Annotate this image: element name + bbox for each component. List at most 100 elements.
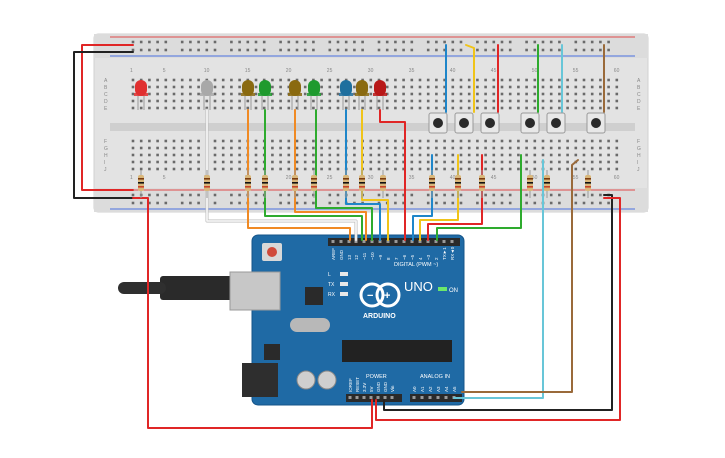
digital-pin[interactable] (362, 240, 366, 243)
arduino-uno-board: − + ARDUINO UNO ON DIGITAL (PWM ~) POWER… (118, 234, 465, 406)
jumper-wire[interactable] (375, 197, 621, 421)
led[interactable] (373, 80, 387, 110)
resistor[interactable] (359, 170, 365, 198)
digital-pin[interactable] (434, 240, 438, 243)
jumper-wire[interactable] (361, 109, 389, 241)
jumper-wire[interactable] (461, 159, 579, 393)
led[interactable] (339, 80, 353, 110)
led[interactable] (355, 80, 369, 110)
digital-pin[interactable] (394, 240, 398, 243)
resistor[interactable] (429, 170, 435, 198)
digital-pin-label: ~5 (410, 254, 415, 260)
resistor[interactable] (544, 170, 550, 198)
column-label: 35 (409, 68, 415, 74)
power-pin[interactable] (390, 396, 394, 399)
digital-pin[interactable] (339, 240, 343, 243)
digital-pin[interactable] (347, 240, 351, 243)
digital-pin[interactable] (418, 240, 422, 243)
led[interactable] (307, 80, 321, 110)
usb-cable-plug (160, 276, 246, 300)
digital-pin[interactable] (378, 240, 382, 243)
analog-pin[interactable] (428, 396, 432, 399)
jumper-wire[interactable] (264, 109, 363, 241)
jumper-wire[interactable] (379, 109, 406, 241)
push-button[interactable] (586, 112, 606, 134)
resistor[interactable] (343, 170, 349, 198)
row-label: H (637, 153, 641, 159)
resistor[interactable] (455, 170, 461, 198)
board-led-label: L (328, 272, 331, 278)
jumper-wire[interactable] (315, 109, 373, 241)
digital-pin[interactable] (370, 240, 374, 243)
analog-pin[interactable] (444, 396, 448, 399)
resistor[interactable] (138, 170, 144, 198)
resistor[interactable] (585, 170, 591, 198)
jumper-wire[interactable] (294, 109, 367, 241)
jumper-wire[interactable] (247, 109, 351, 241)
resistor[interactable] (311, 170, 317, 198)
power-pin[interactable] (369, 396, 373, 399)
column-label: 1 (130, 175, 133, 181)
reset-button[interactable] (267, 247, 277, 257)
power-pin[interactable] (376, 396, 380, 399)
led[interactable] (200, 80, 214, 110)
power-pin[interactable] (383, 396, 387, 399)
analog-label: ANALOG IN (420, 374, 450, 380)
row-label: I (637, 160, 638, 166)
digital-pin-label: 2 (434, 257, 439, 260)
column-label: 50 (532, 68, 538, 74)
analog-pin-label: A5 (452, 386, 457, 392)
push-button[interactable] (546, 112, 566, 134)
digital-pin-label: GND (339, 249, 344, 260)
row-label: F (104, 139, 107, 145)
push-button[interactable] (428, 112, 448, 134)
resistor[interactable] (527, 170, 533, 198)
analog-pin[interactable] (436, 396, 440, 399)
resistor[interactable] (262, 170, 268, 198)
usb-port (229, 271, 281, 311)
power-pin-label: IOREF (348, 378, 353, 392)
jumper-wire[interactable] (436, 154, 522, 241)
digital-pin[interactable] (386, 240, 390, 243)
arduino-logo (359, 282, 385, 308)
power-pin[interactable] (362, 396, 366, 399)
digital-label: DIGITAL (PWM ~) (394, 262, 438, 268)
digital-pin[interactable] (410, 240, 414, 243)
resistor[interactable] (204, 170, 210, 198)
jumper-wire[interactable] (383, 194, 613, 411)
digital-pin[interactable] (450, 240, 454, 243)
led[interactable] (288, 80, 302, 110)
led[interactable] (241, 80, 255, 110)
resistor[interactable] (245, 170, 251, 198)
digital-pin-label: ~6 (402, 254, 407, 260)
push-button[interactable] (520, 112, 540, 134)
analog-pin[interactable] (412, 396, 416, 399)
led[interactable] (134, 80, 148, 110)
push-button[interactable] (480, 112, 500, 134)
jumper-wire[interactable] (453, 159, 544, 399)
jumper-wire[interactable] (81, 44, 134, 191)
resistor[interactable] (479, 170, 485, 198)
row-label: F (637, 139, 640, 145)
jumper-wire[interactable] (345, 109, 381, 241)
column-label: 15 (245, 68, 251, 74)
column-label: 60 (614, 68, 620, 74)
jumper-wire[interactable] (132, 197, 373, 429)
digital-pin[interactable] (402, 240, 406, 243)
analog-pin[interactable] (420, 396, 424, 399)
digital-pin[interactable] (426, 240, 430, 243)
column-label: 20 (286, 68, 292, 74)
digital-pin[interactable] (331, 240, 335, 243)
power-pin[interactable] (355, 396, 359, 399)
resistor[interactable] (292, 170, 298, 198)
led[interactable] (258, 80, 272, 110)
power-pin[interactable] (348, 396, 352, 399)
resistor[interactable] (380, 170, 386, 198)
jumper-wire[interactable] (465, 44, 475, 113)
digital-pin[interactable] (442, 240, 446, 243)
jumper-wire[interactable] (206, 109, 357, 241)
jumper-wire[interactable] (73, 51, 134, 199)
push-button[interactable] (454, 112, 474, 134)
column-label: 35 (409, 175, 415, 181)
